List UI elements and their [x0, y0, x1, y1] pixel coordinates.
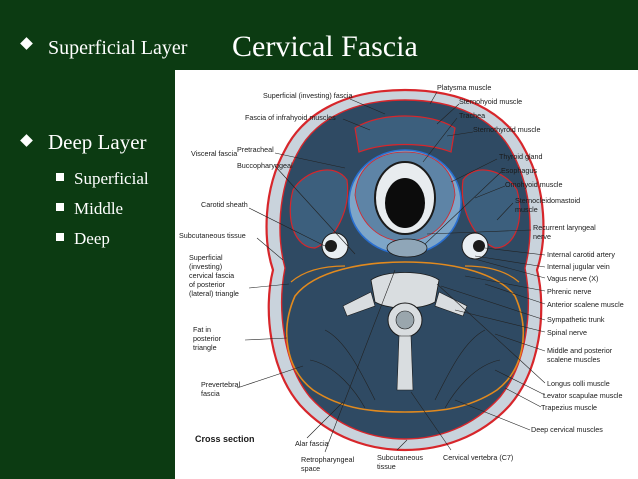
scm-muscle-left [289, 169, 349, 249]
label-scm-2: muscle [515, 205, 538, 214]
label-fat-3: triangle [193, 343, 217, 352]
label-subcutaneous-bottom-2: tissue [377, 462, 396, 471]
label-subcutaneous-bottom-1: Subcutaneous [377, 453, 423, 462]
label-alar-fascia: Alar fascia [295, 439, 329, 448]
label-scm-1: Sternocleidomastoid [515, 196, 580, 205]
square-bullet-icon [56, 173, 64, 181]
label-prevertebral-1: Prevertebral [201, 380, 241, 389]
transverse-process-left [342, 291, 376, 317]
label-phrenic-nerve: Phrenic nerve [547, 287, 591, 296]
label-retropharyngeal-1: Retropharyngeal [301, 455, 355, 464]
label-superficial-investing-fascia: Superficial (investing) fascia [263, 91, 352, 100]
carotid-artery-left [325, 240, 337, 252]
label-superficial-investing-3: cervical fascia [189, 271, 234, 280]
label-retropharyngeal-2: space [301, 464, 320, 473]
posterior-triangle-fascia [290, 265, 346, 283]
label-subcutaneous-tissue: Subcutaneous tissue [179, 231, 246, 240]
label-pretracheal: Pretracheal [237, 145, 274, 154]
label-fat-2: posterior [193, 334, 222, 343]
cervical-cross-section-figure: Superficial (investing) fascia Platysma … [175, 70, 638, 479]
cross-section-illustration: Superficial (investing) fascia Platysma … [179, 83, 624, 473]
label-sympathetic-trunk: Sympathetic trunk [547, 315, 605, 324]
muscle-division-lines [309, 329, 501, 409]
label-cervical-vertebra: Cervical vertebra (C7) [443, 453, 513, 462]
label-visceral-fascia: Visceral fascia [191, 149, 237, 158]
trachea-lumen [385, 178, 425, 228]
label-thyroid-gland: Thyroid gland [499, 152, 543, 161]
transverse-process-right [434, 291, 468, 317]
label-internal-carotid-artery: Internal carotid artery [547, 250, 615, 259]
diamond-bullet-icon [20, 37, 33, 50]
square-bullet-icon [56, 203, 64, 211]
label-platysma-muscle: Platysma muscle [437, 83, 491, 92]
label-recurrent-laryngeal-2: nerve [533, 232, 551, 241]
label-sternothyroid-muscle: Sternothyroid muscle [473, 125, 541, 134]
label-buccopharyngeal: Buccopharyngeal [237, 161, 293, 170]
label-superficial-investing-4: of posterior [189, 280, 226, 289]
label-sternohyoid-muscle: Sternohyoid muscle [459, 97, 522, 106]
label-longus-colli: Longus colli muscle [547, 379, 610, 388]
label-prevertebral-2: fascia [201, 389, 220, 398]
spinous-process [396, 335, 414, 391]
slide-title: Cervical Fascia [232, 30, 418, 63]
scm-muscle-right [461, 169, 521, 249]
label-fat-1: Fat in [193, 325, 211, 334]
label-spinal-nerve: Spinal nerve [547, 328, 587, 337]
label-esophagus: Esophagus [501, 166, 537, 175]
label-levator-scapulae: Levator scapulae muscle [543, 391, 623, 400]
sub-bullet-label: Superficial [74, 169, 149, 188]
label-deep-cervical-muscles: Deep cervical muscles [531, 425, 603, 434]
label-trachea: Trachea [459, 111, 485, 120]
carotid-artery-right [473, 240, 485, 252]
posterior-triangle-fascia-right [464, 265, 520, 283]
label-internal-jugular-vein: Internal jugular vein [547, 262, 610, 271]
label-anterior-scalene: Anterior scalene muscle [547, 300, 624, 309]
label-superficial-investing-1: Superficial [189, 253, 223, 262]
bullet-label: Superficial Layer [48, 37, 188, 59]
spinal-cord [395, 310, 415, 330]
sub-bullet-label: Middle [74, 199, 124, 218]
label-trapezius: Trapezius muscle [541, 403, 597, 412]
figure-caption: Cross section [195, 434, 255, 444]
diamond-bullet-icon [20, 134, 33, 147]
label-omohyoid-muscle: Omohyoid muscle [505, 180, 563, 189]
esophagus [386, 238, 428, 258]
bullet-label: Deep Layer [48, 130, 147, 154]
label-fascia-infrahyoid: Fascia of infrahyoid muscles [245, 113, 336, 122]
vertebral-body [370, 272, 440, 309]
label-superficial-investing-5: (lateral) triangle [189, 289, 239, 298]
label-middle-posterior-1: Middle and posterior [547, 346, 613, 355]
label-recurrent-laryngeal-1: Recurrent laryngeal [533, 223, 596, 232]
label-carotid-sheath: Carotid sheath [201, 200, 248, 209]
square-bullet-icon [56, 233, 64, 241]
infrahyoid-muscles [354, 115, 456, 153]
leader-lines [236, 91, 546, 453]
label-superficial-investing-2: (investing) [189, 262, 222, 271]
label-middle-posterior-2: scalene muscles [547, 355, 601, 364]
sub-bullet-label: Deep [74, 229, 110, 248]
label-vagus-nerve: Vagus nerve (X) [547, 274, 598, 283]
